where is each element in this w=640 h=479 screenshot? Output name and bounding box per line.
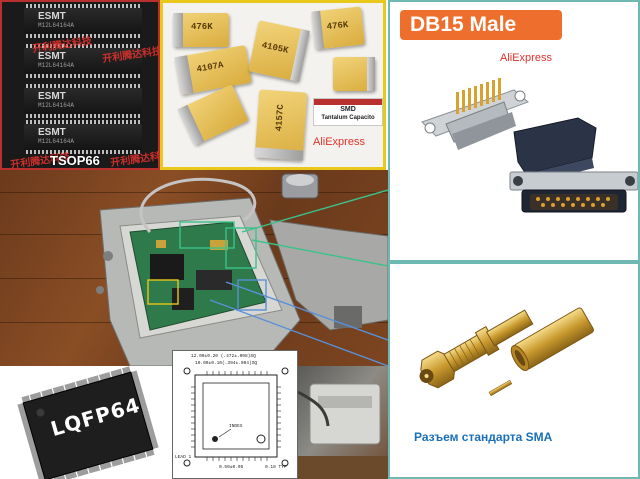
- tantalum-capacitor: [333, 57, 375, 91]
- tantalum-capacitor: 4157C: [254, 89, 308, 161]
- tantalum-capacitor-panel: 476K 4107A 4105K 476K 4157C SMD Tantalum…: [160, 0, 386, 170]
- sma-connector-panel: Разъем стандарта SMA: [388, 262, 640, 479]
- dimension-label: 0.50±0.05: [219, 465, 244, 470]
- dimension-label: 12.00±0.20 (.472±.008)SQ: [191, 354, 256, 359]
- source-label: AliExpress: [500, 52, 552, 64]
- tantalum-capacitor: 476K: [173, 13, 229, 47]
- package-label: TSOP66: [50, 153, 100, 168]
- db15-connector-panel: DB15 Male AliExpress: [388, 0, 640, 262]
- tsop66-photo-panel: ESMT M12L64164A ESMT M12L64164A ESMT M12…: [0, 0, 160, 170]
- board-photo-detail: [298, 366, 388, 479]
- lqfp64-chip-image: [17, 366, 159, 479]
- drawing-outline: [183, 367, 289, 467]
- chip-marking: ESMT: [38, 11, 66, 22]
- tsop-chip: ESMT M12L64164A: [24, 4, 142, 38]
- tantalum-capacitor: 4105K: [248, 20, 310, 82]
- dimension-label: 10.00±0.10(.394±.004)SQ: [195, 361, 258, 366]
- tsop-chip: ESMT M12L64164A: [24, 84, 142, 118]
- circuit-board-photo: [0, 170, 388, 366]
- chip-marking: ESMT: [38, 51, 66, 62]
- db15-hood-image: [509, 117, 638, 213]
- chip-code: M12L64164A: [38, 22, 75, 29]
- lqfp64-chip-panel: LQFP64: [4, 366, 172, 479]
- sma-caption: Разъем стандарта SMA: [414, 430, 553, 444]
- chip-code: M12L64164A: [38, 62, 75, 69]
- tsop-chip: ESMT M12L64164A: [24, 44, 142, 78]
- tantalum-capacitor: 476K: [311, 6, 365, 50]
- source-label: AliExpress: [313, 136, 365, 148]
- chip-marking: ESMT: [38, 127, 66, 138]
- chip-code: M12L64164A: [38, 138, 75, 145]
- lqfp-dimension-drawing: 12.00±0.20 (.472±.008)SQ 10.00±0.10(.394…: [172, 350, 298, 479]
- chip-code: M12L64164A: [38, 102, 75, 109]
- dimension-label: 0.18 TYP: [265, 465, 287, 470]
- lead-label: LEAD 1: [175, 455, 192, 460]
- chip-marking: ESMT: [38, 91, 66, 102]
- board-illustration: [96, 173, 388, 366]
- db15-connector-image: [421, 78, 529, 150]
- smd-badge: SMD Tantalum Capacito: [313, 98, 383, 126]
- tantalum-capacitor: 4107A: [174, 45, 252, 95]
- tsop-chip: ESMT M12L64164A: [24, 120, 142, 154]
- sma-connector-image: [419, 307, 594, 397]
- index-label: INDEX: [229, 424, 243, 429]
- db15-title: DB15 Male: [400, 10, 562, 40]
